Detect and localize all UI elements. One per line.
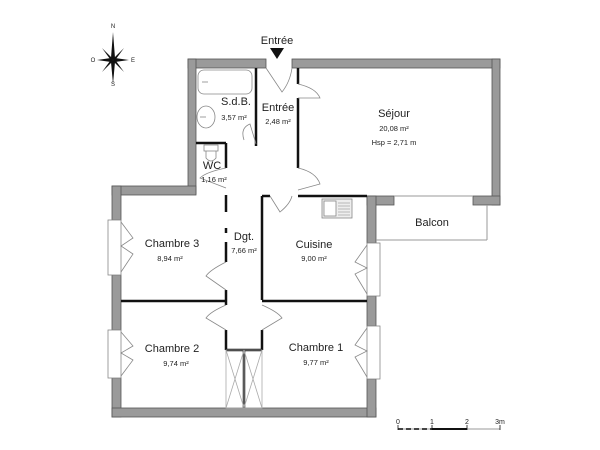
room-chambre1: Chambre 1 9,77 m² (289, 342, 343, 367)
room-ceiling-height: Hsp = 2,71 m (372, 138, 417, 147)
scale-label-0: 0 (396, 419, 400, 426)
room-name: Entrée (262, 102, 294, 114)
room-balcon: Balcon (415, 217, 449, 229)
room-area: 1,16 m² (201, 175, 227, 184)
door-swings (199, 67, 321, 331)
room-wc: WC 1,16 m² (201, 160, 227, 184)
kitchen-sink-icon (321, 198, 353, 219)
balcony-outline (376, 195, 488, 241)
room-chambre2: Chambre 2 9,74 m² (145, 343, 199, 368)
room-area: 3,57 m² (221, 113, 247, 122)
compass-icon: N S E O (91, 24, 135, 88)
room-area: 2,48 m² (265, 117, 291, 126)
room-name: Chambre 1 (289, 342, 343, 354)
scale-label-2: 2 (465, 419, 469, 426)
room-area: 9,77 m² (303, 358, 329, 367)
scale-label-1: 1 (430, 419, 434, 426)
compass-east: E (131, 58, 135, 64)
scale-bar: 0 1 2 3m (396, 419, 505, 430)
toilet-icon (203, 144, 219, 162)
room-area: 9,00 m² (301, 254, 327, 263)
closets (225, 349, 263, 409)
room-area: 8,94 m² (157, 254, 183, 263)
scale-label-3: 3m (495, 419, 505, 426)
room-name: Chambre 3 (145, 238, 199, 250)
compass-north: N (111, 24, 115, 30)
room-dgt: Dgt. 7,66 m² (231, 231, 257, 255)
entrance-arrow-icon (270, 48, 284, 59)
room-name: WC (203, 160, 221, 172)
room-sejour: Séjour 20,08 m² Hsp = 2,71 m (372, 108, 417, 147)
room-name: Séjour (378, 108, 410, 120)
windows (107, 219, 381, 380)
bathtub-icon (197, 69, 253, 95)
room-chambre3: Chambre 3 8,94 m² (145, 238, 199, 263)
room-sdb: S.d.B. 3,57 m² (221, 96, 251, 122)
room-name: Chambre 2 (145, 343, 199, 355)
exterior-walls (111, 58, 501, 418)
room-area: 20,08 m² (379, 124, 409, 133)
room-cuisine: Cuisine 9,00 m² (296, 239, 333, 263)
room-name: Cuisine (296, 239, 333, 251)
compass-west: O (91, 58, 96, 64)
room-area: 7,66 m² (231, 246, 257, 255)
compass-south: S (111, 82, 115, 88)
entrance-label: Entrée (261, 35, 293, 47)
room-name: Balcon (415, 217, 449, 229)
sink-icon (196, 105, 216, 129)
room-entree: Entrée 2,48 m² (262, 102, 294, 126)
room-name: Dgt. (234, 231, 254, 243)
room-name: S.d.B. (221, 96, 251, 108)
room-area: 9,74 m² (163, 359, 189, 368)
